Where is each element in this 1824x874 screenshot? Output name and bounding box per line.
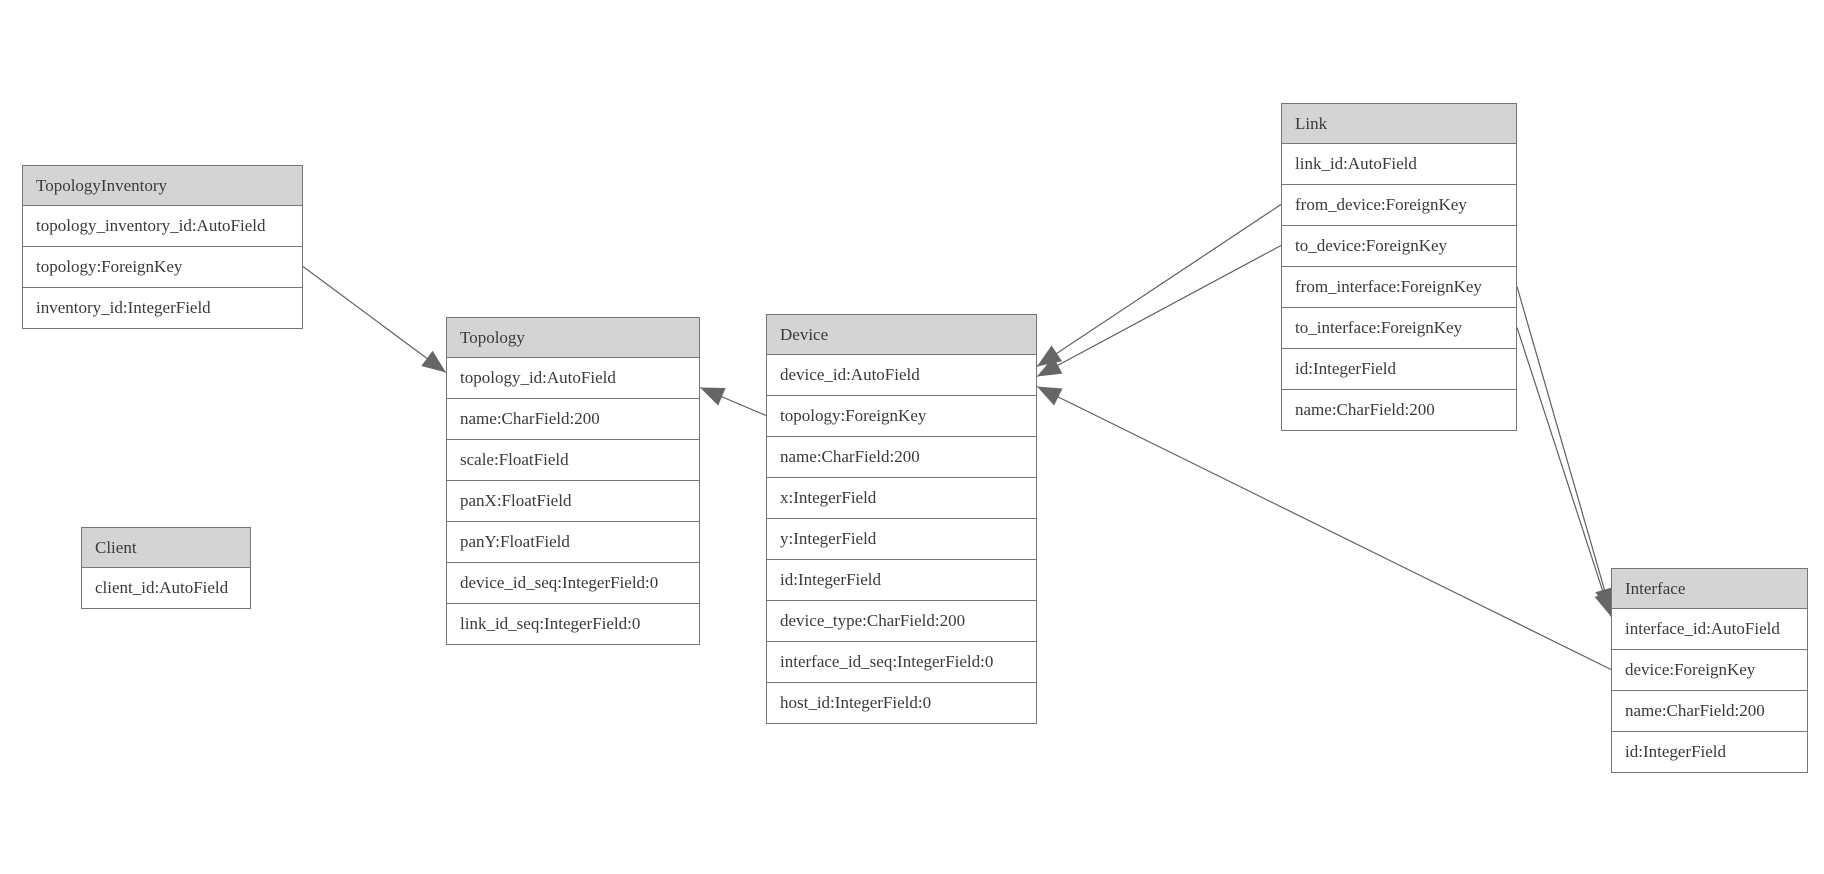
entity-field-row: id:IntegerField [767,560,1036,601]
entity-field-row: client_id:AutoField [82,568,250,608]
foreign-key-edge [1036,385,1612,671]
entity-field-row: x:IntegerField [767,478,1036,519]
entity-field-row: topology:ForeignKey [23,247,302,288]
entity-field-row: device_type:CharField:200 [767,601,1036,642]
entity-field-row: device_id:AutoField [767,355,1036,396]
entity-field-row: from_interface:ForeignKey [1282,267,1516,308]
entity-field-row: host_id:IntegerField:0 [767,683,1036,723]
entity-title: Interface [1612,569,1807,609]
entity-title: TopologyInventory [23,166,302,206]
entity-field-row: device_id_seq:IntegerField:0 [447,563,699,604]
foreign-key-edge [1036,244,1282,378]
entity-title: Client [82,528,250,568]
foreign-key-edge [302,266,447,373]
entity-field-row: link_id_seq:IntegerField:0 [447,604,699,644]
entity-field-row: to_interface:ForeignKey [1282,308,1516,349]
entity-title: Topology [447,318,699,358]
entity-field-row: id:IntegerField [1612,732,1807,772]
entity-field-row: y:IntegerField [767,519,1036,560]
foreign-key-edge [699,386,767,417]
foreign-key-edge [1036,204,1282,367]
entity-field-row: from_device:ForeignKey [1282,185,1516,226]
entity-field-row: name:CharField:200 [1612,691,1807,732]
entity-field-row: inventory_id:IntegerField [23,288,302,328]
entity-title: Device [767,315,1036,355]
entity-field-row: link_id:AutoField [1282,144,1516,185]
entity-field-row: device:ForeignKey [1612,650,1807,691]
foreign-key-edge [1516,327,1613,617]
entity-field-row: topology_id:AutoField [447,358,699,399]
entity-field-row: scale:FloatField [447,440,699,481]
entity-field-row: name:CharField:200 [447,399,699,440]
entity-field-row: topology_inventory_id:AutoField [23,206,302,247]
entity-field-row: topology:ForeignKey [767,396,1036,437]
foreign-key-edge [1516,286,1614,613]
entity-field-row: interface_id_seq:IntegerField:0 [767,642,1036,683]
entity-title: Link [1282,104,1516,144]
entity-field-row: panY:FloatField [447,522,699,563]
relationship-edge-group [302,204,1614,671]
entity-field-row: name:CharField:200 [767,437,1036,478]
entity-field-row: interface_id:AutoField [1612,609,1807,650]
entity-field-row: id:IntegerField [1282,349,1516,390]
entity-field-row: panX:FloatField [447,481,699,522]
entity-field-row: name:CharField:200 [1282,390,1516,430]
entity-field-row: to_device:ForeignKey [1282,226,1516,267]
